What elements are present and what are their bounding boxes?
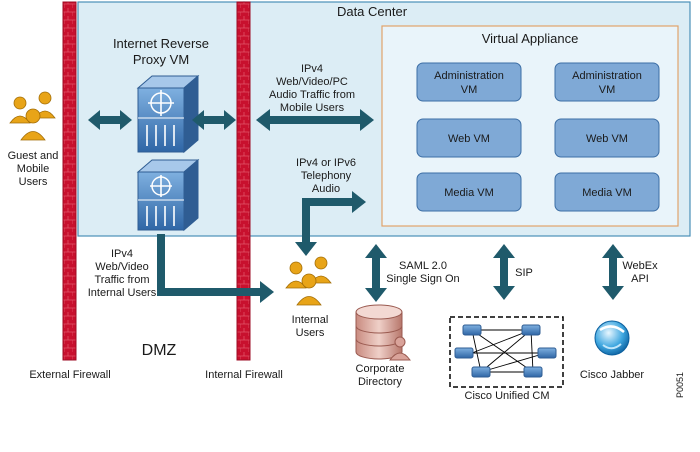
people-group-icon: [285, 256, 332, 306]
flow-label: API: [631, 273, 649, 285]
vm-label: Administration: [434, 70, 504, 82]
vm-administration-left: Administration VM: [416, 62, 522, 102]
vm-web-left: Web VM: [416, 118, 522, 158]
vm-label: Administration: [572, 70, 642, 82]
flow-label: Audio Traffic from: [269, 89, 355, 101]
double-arrow: [192, 110, 236, 130]
router-switch-icon: [136, 158, 200, 232]
flow-label: SIP: [515, 267, 533, 279]
flow-label: Web/Video: [95, 261, 148, 273]
vm-label: Web VM: [586, 133, 628, 145]
directory-label: Directory: [358, 376, 403, 388]
jabber-logo-icon: [594, 320, 630, 356]
flow-label: Traffic from: [94, 274, 149, 286]
router-switch-icon: [136, 74, 200, 154]
double-arrow: [88, 110, 132, 130]
flow-label: WebEx: [622, 260, 658, 272]
virtual-appliance-label: Virtual Appliance: [482, 31, 579, 46]
flow-label: IPv4: [301, 63, 323, 75]
data-center-label: Data Center: [337, 4, 408, 19]
external-firewall-label: External Firewall: [29, 369, 110, 381]
jabber-label: Cisco Jabber: [580, 369, 645, 381]
vm-label: VM: [599, 84, 616, 96]
internal-firewall: [236, 1, 251, 361]
double-arrow: [493, 244, 515, 300]
flow-label: Mobile Users: [280, 102, 345, 114]
vm-media-left: Media VM: [416, 172, 522, 212]
dmz-label: DMZ: [142, 342, 177, 359]
vm-label: Media VM: [444, 187, 494, 199]
guest-users-label: Guest and: [8, 150, 59, 162]
vm-media-right: Media VM: [554, 172, 660, 212]
flow-label: Single Sign On: [386, 273, 459, 285]
elbow-arrow: [295, 191, 366, 256]
flow-label: IPv4 or IPv6: [296, 157, 356, 169]
vm-web-right: Web VM: [554, 118, 660, 158]
guest-users-label: Mobile: [17, 163, 49, 175]
proxy-title: Internet Reverse: [113, 36, 209, 51]
proxy-title: Proxy VM: [133, 52, 189, 67]
internal-users-label: Internal: [292, 314, 329, 326]
vm-label: VM: [461, 84, 478, 96]
internal-users-label: Users: [296, 327, 325, 339]
database-icon: [355, 304, 411, 361]
people-group-icon: [9, 91, 56, 141]
cucm-label: Cisco Unified CM: [465, 390, 550, 402]
directory-label: Corporate: [356, 363, 405, 375]
switch-cluster-icon: [449, 316, 564, 388]
double-arrow: [365, 244, 387, 302]
elbow-arrow: [157, 234, 274, 303]
double-arrow: [602, 244, 624, 300]
figure-id: P0051: [675, 372, 685, 398]
flow-label: Internal Users: [88, 287, 157, 299]
external-firewall: [62, 1, 77, 361]
vm-administration-right: Administration VM: [554, 62, 660, 102]
flow-label: IPv4: [111, 248, 133, 260]
double-arrow: [256, 109, 374, 131]
internal-firewall-label: Internal Firewall: [205, 369, 283, 381]
vm-label: Web VM: [448, 133, 490, 145]
flow-label: Audio: [312, 183, 340, 195]
guest-users-label: Users: [19, 176, 48, 188]
vm-label: Media VM: [582, 187, 632, 199]
flow-label: SAML 2.0: [399, 260, 447, 272]
flow-label: Telephony: [301, 170, 352, 182]
flow-label: Web/Video/PC: [276, 76, 348, 88]
